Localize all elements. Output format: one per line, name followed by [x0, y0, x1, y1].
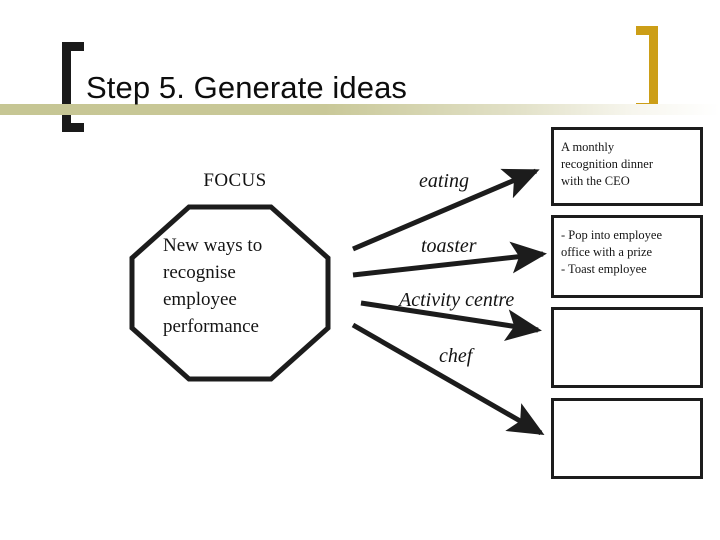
arrow-activity-centre	[360, 300, 542, 341]
arrow-chef	[351, 322, 545, 436]
arrow-toaster	[352, 241, 547, 278]
idea-box-1-text: A monthly recognition dinner with the CE…	[561, 140, 653, 188]
focus-octagon: New ways to recognise employee performan…	[129, 204, 331, 382]
title-underline-rule	[0, 104, 720, 115]
idea-box-3-text	[554, 310, 700, 319]
focus-label: FOCUS	[203, 170, 267, 191]
page-title: Step 5. Generate ideas	[86, 70, 408, 105]
idea-box-2: - Pop into employee office with a prize …	[551, 215, 703, 298]
idea-box-2-text: - Pop into employee office with a prize …	[561, 228, 663, 276]
octagon-shape-icon	[129, 204, 331, 382]
idea-box-4-text	[554, 401, 700, 410]
arrow-label-toaster: toaster	[421, 235, 477, 257]
idea-box-4	[551, 398, 703, 479]
arrow-eating	[352, 168, 540, 252]
idea-box-3	[551, 307, 703, 388]
idea-box-1: A monthly recognition dinner with the CE…	[551, 127, 703, 206]
focus-statement: New ways to recognise employee performan…	[163, 235, 263, 337]
left-bracket-decoration	[62, 42, 84, 132]
arrow-label-chef: chef	[439, 345, 473, 367]
arrow-label-activity-centre: Activity centre	[399, 289, 515, 311]
arrow-label-eating: eating	[419, 170, 469, 192]
